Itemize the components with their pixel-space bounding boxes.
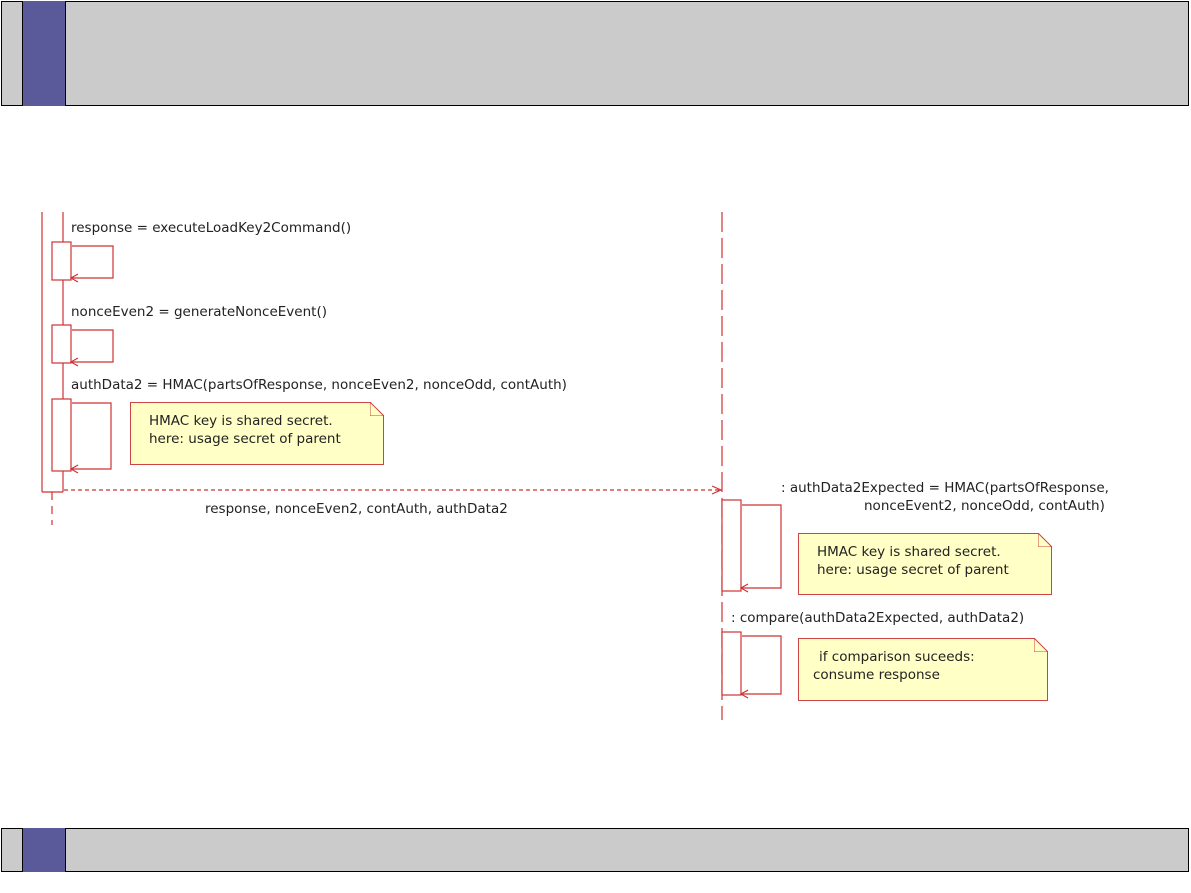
note-fold-corner (1034, 638, 1048, 652)
note-text-line1: HMAC key is shared secret. (817, 544, 1001, 560)
note-fold-corner (370, 402, 384, 416)
self-call-arrow-1 (72, 245, 114, 279)
message-label-4-line1: : authData2Expected = HMAC(partsOfRespon… (781, 480, 1109, 496)
arrowhead-2 (69, 357, 79, 367)
self-call-arrow-3 (72, 402, 112, 470)
activation-box-4 (721, 499, 742, 592)
note-comparison: if comparison suceeds: consume response (798, 638, 1048, 701)
activation-box-3 (51, 398, 72, 472)
message-label-1: response = executeLoadKey2Command() (71, 220, 352, 236)
arrowhead-3 (69, 464, 79, 474)
note-hmac-key-left: HMAC key is shared secret. here: usage s… (130, 402, 384, 465)
message-label-2: nonceEven2 = generateNonceEvent() (71, 304, 327, 320)
note-hmac-key-right: HMAC key is shared secret. here: usage s… (798, 533, 1052, 595)
self-call-arrow-2 (72, 329, 114, 363)
activation-box-1 (51, 241, 72, 281)
note-text-line1: HMAC key is shared secret. (149, 413, 333, 429)
note-text-line1: if comparison suceeds: (819, 649, 975, 665)
self-call-arrow-5 (742, 635, 782, 695)
message-label-3: authData2 = HMAC(partsOfResponse, nonceE… (71, 377, 567, 393)
self-call-arrow-4 (742, 504, 782, 589)
return-message-label: response, nonceEven2, contAuth, authData… (205, 501, 508, 517)
top-bar-accent (22, 1, 66, 106)
return-arrowhead (711, 485, 723, 495)
message-label-4-line2: nonceEvent2, nonceOdd, contAuth) (864, 498, 1105, 514)
activation-box-5 (721, 631, 742, 696)
note-text-line2: here: usage secret of parent (817, 562, 1009, 578)
bottom-bar-accent (22, 828, 66, 872)
arrowhead-4 (739, 583, 749, 593)
arrowhead-5 (739, 689, 749, 699)
bottom-footer-bar (1, 828, 1189, 872)
note-fold-corner (1038, 533, 1052, 547)
activation-box-2 (51, 324, 72, 364)
message-label-5: : compare(authData2Expected, authData2) (731, 610, 1025, 626)
note-text-line2: here: usage secret of parent (149, 431, 341, 447)
arrowhead-1 (69, 273, 79, 283)
note-text-line2: consume response (813, 667, 940, 683)
top-title-bar (1, 1, 1189, 106)
